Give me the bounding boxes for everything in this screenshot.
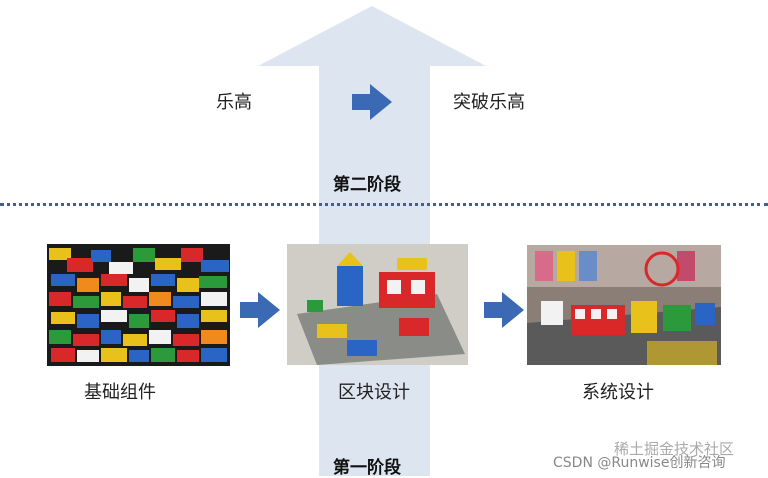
basic-components-photo xyxy=(47,244,230,366)
right-arrow-icon xyxy=(352,84,392,120)
lego-city-image xyxy=(527,245,721,365)
lego-block-build-image xyxy=(287,244,468,365)
stage-divider xyxy=(0,203,768,206)
community-watermark: 稀土掘金技术社区 xyxy=(614,440,735,458)
block-design-photo xyxy=(287,244,468,365)
stage-one-label: 第一阶段 xyxy=(333,458,401,478)
system-design-label: 系统设计 xyxy=(582,382,654,403)
block-design-label: 区块设计 xyxy=(338,382,410,403)
system-design-photo xyxy=(527,245,721,365)
stage-two-label: 第二阶段 xyxy=(333,175,401,195)
break-lego-label: 突破乐高 xyxy=(453,92,525,113)
lego-bricks-image xyxy=(49,248,229,362)
right-arrow-icon xyxy=(240,292,280,328)
basic-components-label: 基础组件 xyxy=(84,382,156,403)
right-arrow-icon xyxy=(484,292,524,328)
csdn-watermark: CSDN @Runwise创新咨询 xyxy=(553,455,726,471)
lego-label: 乐高 xyxy=(216,92,252,113)
